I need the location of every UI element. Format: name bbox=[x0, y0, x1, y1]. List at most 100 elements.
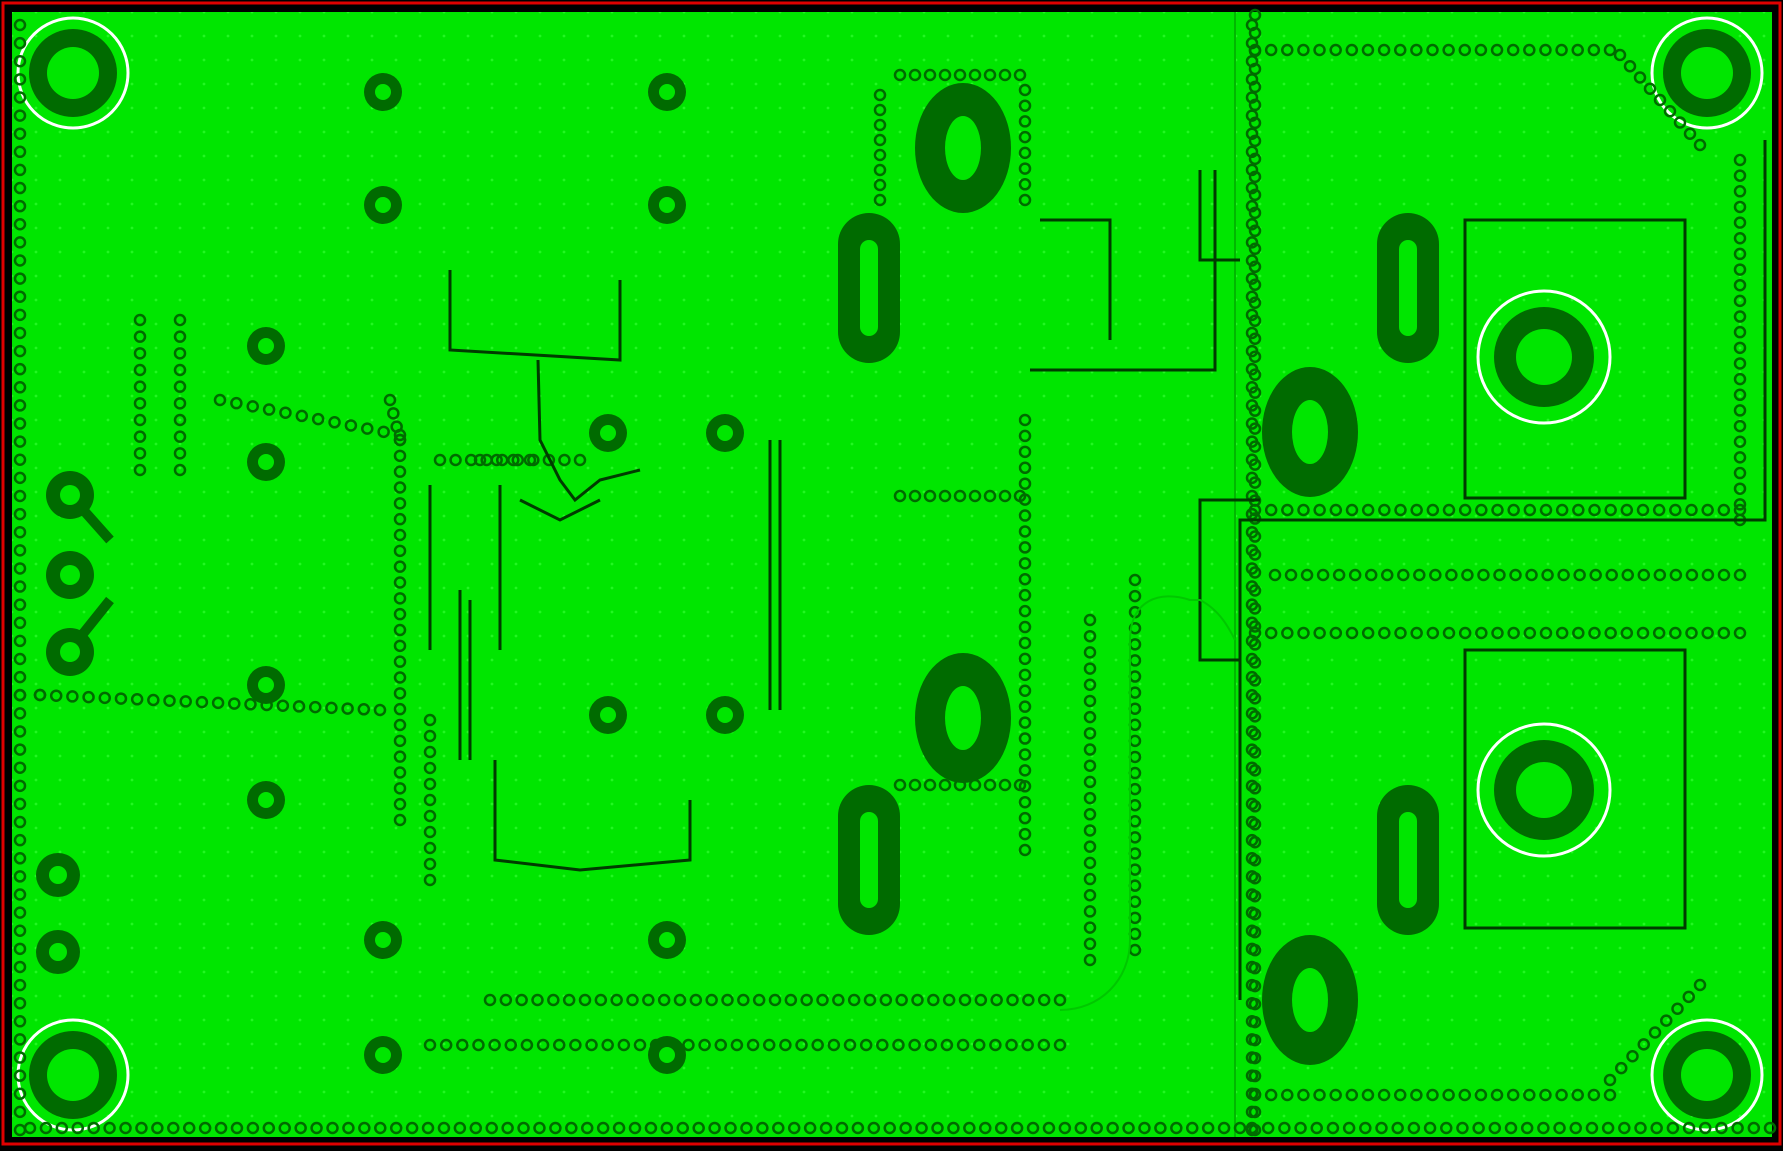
via bbox=[1426, 1088, 1439, 1102]
via bbox=[173, 380, 187, 393]
via bbox=[1083, 775, 1097, 789]
via bbox=[565, 1121, 578, 1135]
via bbox=[13, 779, 27, 793]
via bbox=[1472, 1121, 1485, 1135]
via bbox=[1733, 278, 1747, 292]
via bbox=[1248, 1015, 1262, 1029]
via bbox=[1361, 43, 1375, 57]
via bbox=[483, 993, 497, 1007]
via bbox=[133, 463, 147, 477]
via bbox=[1245, 109, 1259, 122]
via bbox=[1442, 43, 1455, 57]
via bbox=[195, 695, 209, 709]
via bbox=[938, 68, 952, 82]
via bbox=[295, 409, 309, 423]
via bbox=[393, 687, 407, 700]
via bbox=[1669, 568, 1683, 582]
mounting-hole-top-left bbox=[16, 16, 130, 130]
via bbox=[1603, 1073, 1617, 1087]
via bbox=[1364, 568, 1378, 582]
via bbox=[1005, 1038, 1018, 1052]
via bbox=[55, 1121, 69, 1135]
via bbox=[1013, 68, 1027, 82]
via bbox=[1248, 386, 1262, 399]
via bbox=[439, 1038, 453, 1052]
via bbox=[1572, 503, 1585, 517]
via bbox=[1037, 993, 1051, 1007]
via bbox=[433, 453, 447, 467]
via bbox=[173, 447, 187, 460]
via bbox=[23, 1121, 37, 1135]
via bbox=[1652, 503, 1666, 517]
via bbox=[1018, 780, 1032, 793]
via bbox=[1083, 710, 1097, 724]
via bbox=[39, 1121, 53, 1135]
via bbox=[626, 993, 639, 1007]
via bbox=[1397, 568, 1410, 582]
via bbox=[1361, 626, 1375, 640]
via bbox=[1491, 626, 1504, 640]
via bbox=[13, 417, 27, 430]
via bbox=[1653, 93, 1667, 107]
via bbox=[938, 778, 952, 792]
through-hole-pads bbox=[36, 73, 744, 1074]
guard-path bbox=[1059, 595, 1236, 1011]
via bbox=[423, 857, 437, 871]
via bbox=[1569, 1121, 1582, 1135]
via bbox=[1248, 871, 1262, 885]
via bbox=[1018, 764, 1032, 777]
via bbox=[580, 1121, 594, 1135]
via bbox=[13, 525, 27, 539]
via bbox=[1037, 1038, 1051, 1052]
via bbox=[1572, 626, 1585, 640]
via bbox=[1603, 43, 1617, 57]
via bbox=[1378, 626, 1391, 640]
via bbox=[1604, 626, 1617, 640]
via bbox=[1245, 761, 1259, 774]
via bbox=[1248, 170, 1262, 184]
via bbox=[1763, 1121, 1777, 1135]
via bbox=[423, 745, 437, 759]
via bbox=[1248, 1123, 1262, 1137]
via bbox=[1683, 127, 1697, 140]
via bbox=[1018, 461, 1032, 475]
via bbox=[1636, 626, 1650, 640]
th-pad bbox=[364, 921, 402, 959]
via bbox=[133, 397, 147, 410]
via bbox=[1733, 169, 1747, 182]
via bbox=[262, 403, 276, 416]
via bbox=[1603, 1088, 1617, 1102]
via bbox=[1245, 743, 1259, 756]
via bbox=[1747, 1121, 1761, 1135]
via bbox=[942, 993, 956, 1007]
via bbox=[1248, 278, 1262, 292]
via bbox=[393, 797, 407, 811]
via bbox=[393, 782, 407, 795]
via bbox=[1248, 907, 1262, 921]
via bbox=[1018, 193, 1032, 207]
via bbox=[1733, 498, 1747, 511]
via bbox=[449, 453, 462, 467]
via bbox=[1264, 503, 1278, 517]
via bbox=[899, 1121, 912, 1135]
via bbox=[1669, 503, 1682, 517]
via bbox=[1248, 116, 1262, 130]
via bbox=[1413, 568, 1426, 582]
via bbox=[1248, 836, 1262, 849]
via bbox=[393, 465, 407, 478]
via bbox=[1613, 48, 1627, 62]
via bbox=[246, 400, 259, 413]
via bbox=[1733, 200, 1747, 214]
via bbox=[1264, 43, 1278, 57]
power-module-outlines bbox=[1238, 140, 1767, 1000]
via bbox=[724, 1121, 737, 1135]
via bbox=[1488, 1121, 1502, 1135]
via bbox=[119, 1121, 132, 1135]
via bbox=[13, 1105, 27, 1119]
via bbox=[1618, 1121, 1631, 1135]
via bbox=[393, 766, 407, 779]
via bbox=[133, 413, 147, 427]
via bbox=[1426, 503, 1440, 517]
via bbox=[393, 528, 407, 542]
via bbox=[1248, 620, 1262, 633]
